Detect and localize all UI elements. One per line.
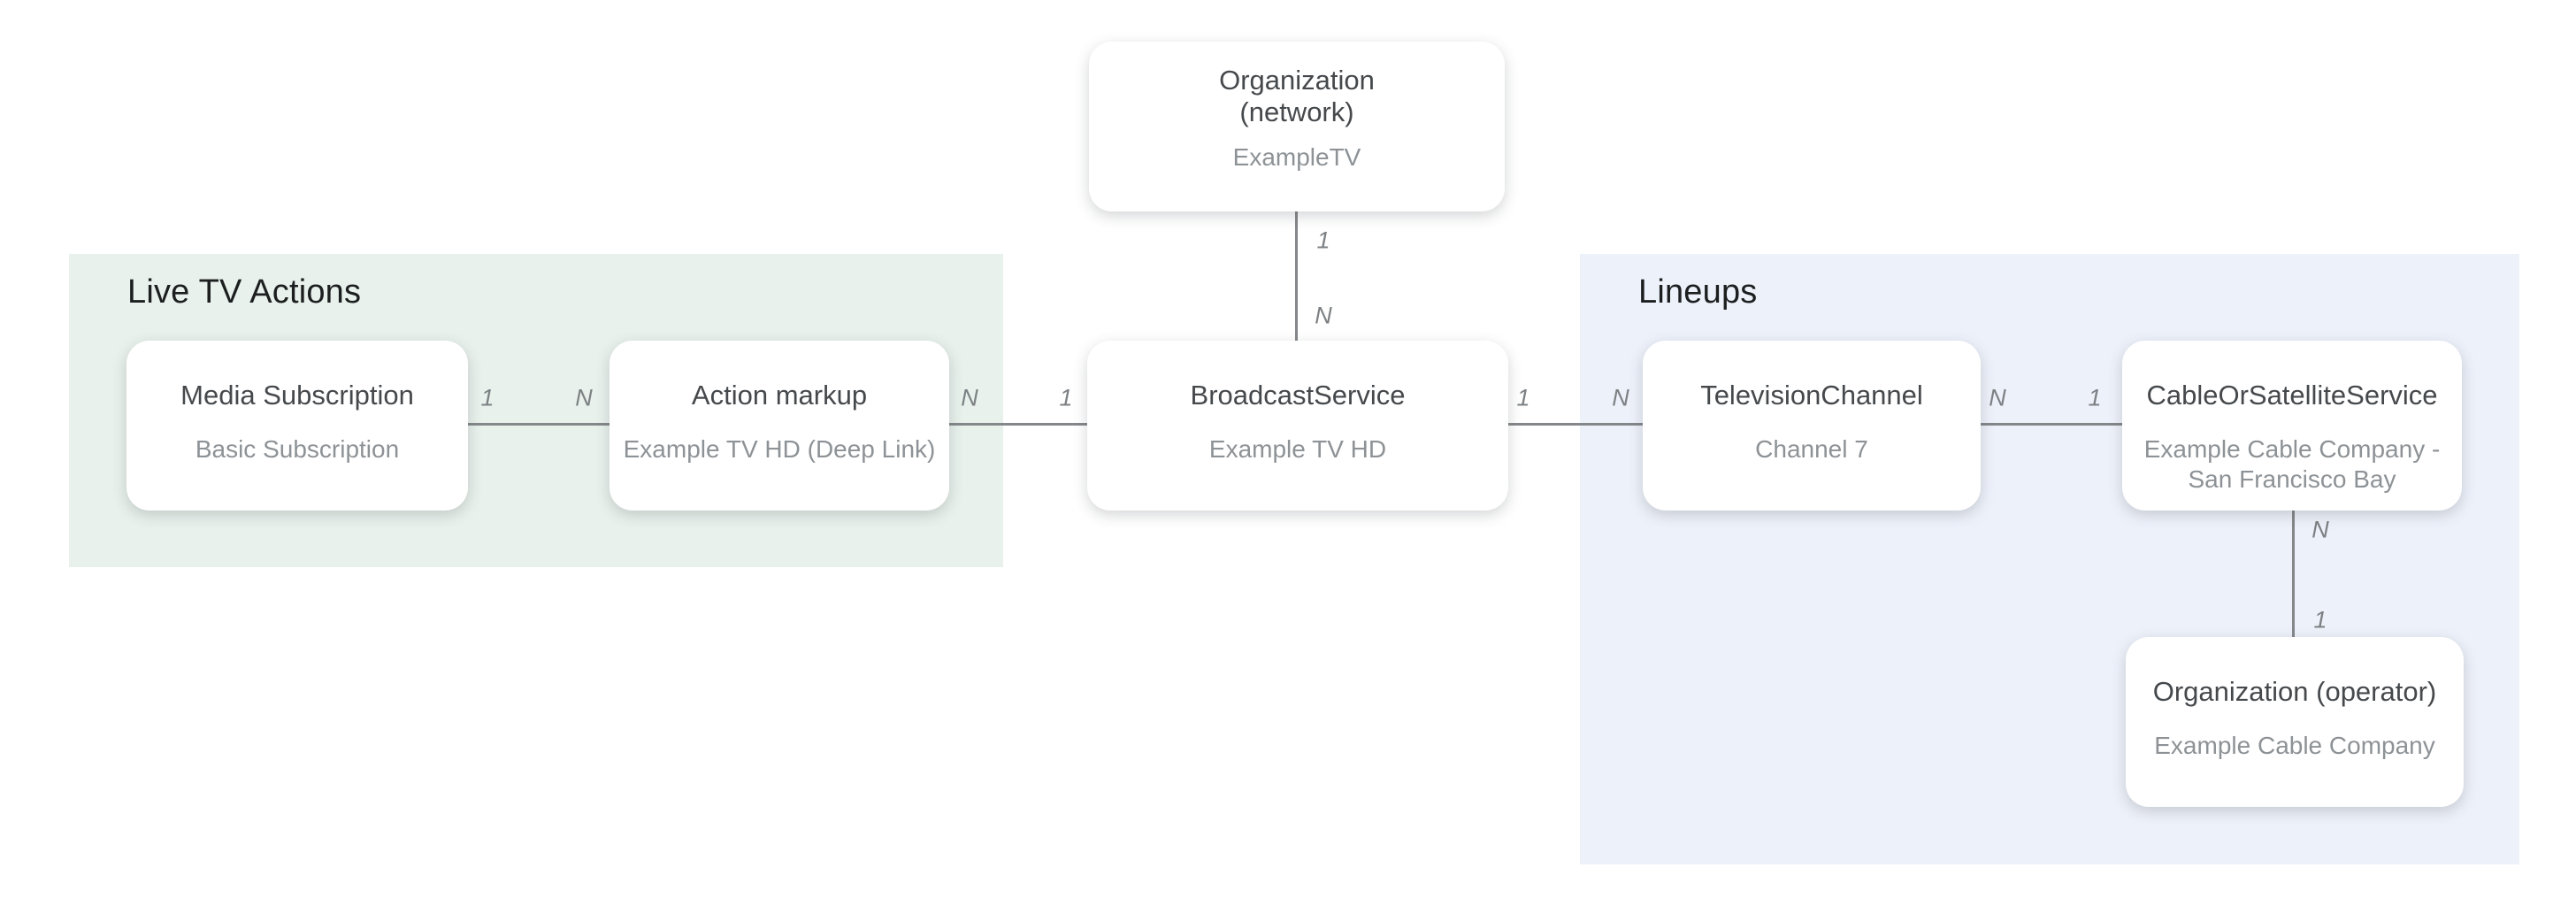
cardinality-label: N <box>1989 384 2006 411</box>
live-tv-actions-title: Live TV Actions <box>127 273 362 311</box>
node-subtitle: Channel 7 <box>1755 435 1868 463</box>
cardinality-label: 1 <box>2313 606 2327 633</box>
node-subtitle: Example TV HD <box>1208 435 1387 463</box>
connector-broadcast-to-televisionchannel <box>1508 423 1643 426</box>
connector-televisionchannel-to-cable <box>1981 423 2122 426</box>
cardinality-label: N <box>1315 302 1332 329</box>
cardinality-label: 1 <box>1316 226 1330 254</box>
node-subtitle: Example Cable Company <box>2154 732 2435 759</box>
node-subtitle: Example TV HD (Deep Link) <box>623 435 936 463</box>
node-subtitle: ExampleTV <box>1232 143 1361 171</box>
cardinality-label: 1 <box>2088 384 2102 411</box>
cardinality-label: N <box>575 384 593 411</box>
node-title: CableOrSatelliteService <box>2146 380 2438 411</box>
node-title: Action markup <box>691 380 868 411</box>
node-broadcast-service: BroadcastService Example TV HD <box>1087 341 1508 511</box>
node-organization-operator: Organization (operator) Example Cable Co… <box>2126 637 2464 807</box>
cardinality-label: 1 <box>480 384 494 411</box>
cardinality-label: N <box>1612 384 1629 411</box>
node-media-subscription: Media Subscription Basic Subscription <box>126 341 468 511</box>
lineups-title: Lineups <box>1638 273 1758 311</box>
node-title: TelevisionChannel <box>1700 380 1923 411</box>
cardinality-label: N <box>2312 516 2329 543</box>
connector-media-to-action <box>468 423 610 426</box>
node-organization-network: Organization (network) ExampleTV <box>1089 42 1505 211</box>
node-title: Organization (operator) <box>2152 676 2437 707</box>
connector-network-to-broadcast <box>1295 211 1298 341</box>
node-title: Organization (network) <box>1219 65 1375 127</box>
cardinality-label: N <box>961 384 978 411</box>
cardinality-label: 1 <box>1059 384 1073 411</box>
node-action-markup: Action markup Example TV HD (Deep Link) <box>610 341 949 511</box>
node-title: BroadcastService <box>1190 380 1406 411</box>
node-subtitle: Basic Subscription <box>195 435 400 463</box>
connector-action-to-broadcast <box>949 423 1087 426</box>
node-title: Media Subscription <box>180 380 414 411</box>
cardinality-label: 1 <box>1516 384 1530 411</box>
node-cable-or-satellite-service: CableOrSatelliteService Example Cable Co… <box>2122 341 2462 511</box>
node-subtitle: Example Cable Company - San Francisco Ba… <box>2143 435 2441 493</box>
connector-cable-to-operator <box>2292 511 2295 637</box>
node-television-channel: TelevisionChannel Channel 7 <box>1643 341 1981 511</box>
